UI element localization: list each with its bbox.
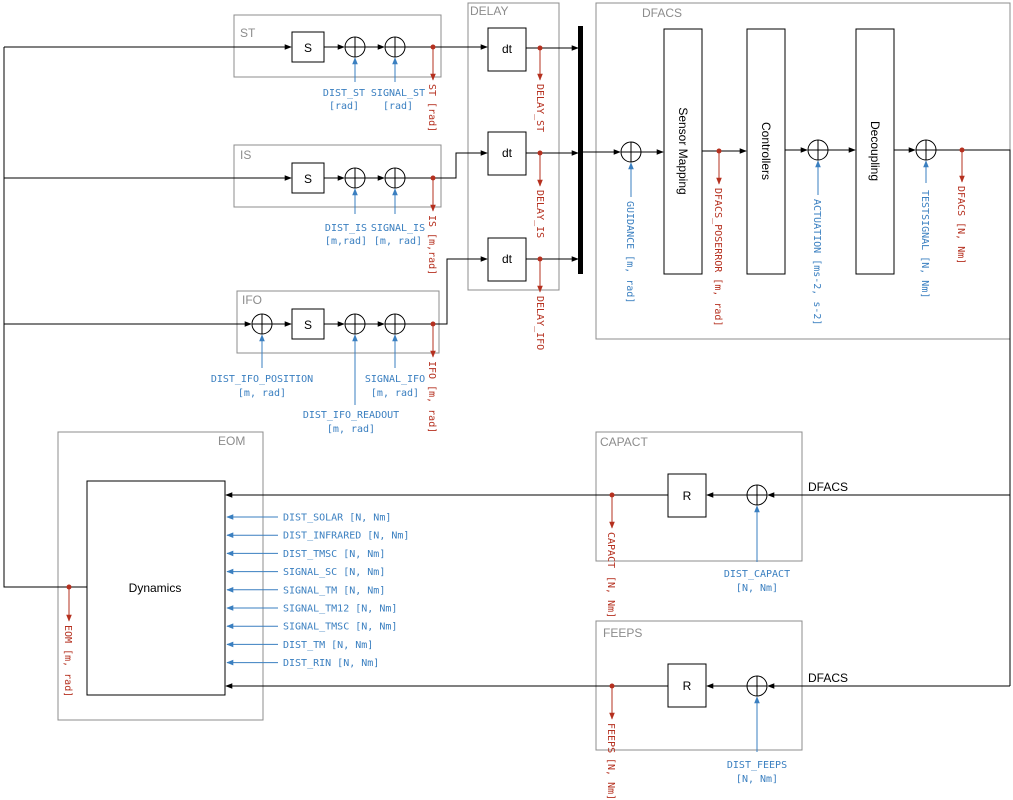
delay-ifo-dt: dt [502,252,513,266]
delay-st-block [487,27,527,72]
delay-is-output-label: DELAY_IS [534,190,545,238]
is-sensor-label: S [304,172,312,186]
ifo-title: IFO [242,293,262,307]
dist-ifo-position-unit: [m, rad] [238,388,286,399]
controllers-label: Controllers [759,122,773,180]
capact-r-label: R [683,489,692,503]
feeps-output-unit: [N, Nm] [605,758,616,800]
eom-input-label: DIST_TMSC [N, Nm] [283,549,385,560]
dist-is-label: DIST_IS [325,223,367,234]
controllers-block [746,28,786,275]
st-output-label: ST [rad] [426,84,437,132]
signal-ifo-unit: [m, rad] [371,388,419,399]
eom-output-label: EOM [m, rad] [62,625,73,697]
st-group [233,14,442,78]
dfacs-output-label: DFACS [N, Nm] [955,186,966,264]
st-sensor-block [291,31,325,63]
feedback-bus [3,47,87,588]
signal-ifo-label: SIGNAL_IFO [365,374,425,385]
eom-input-label: SIGNAL_TM12 [N, Nm] [283,604,397,615]
dynamics-block [86,480,226,696]
st-sensor-label: S [304,41,312,55]
delay-ifo-output-label: DELAY_IFO [534,296,545,350]
dfacs-group [595,2,1011,340]
dist-feeps-label: DIST_FEEPS [727,760,787,771]
delay-st-dt: dt [502,42,513,56]
mux-bar [578,26,583,274]
dist-capact-unit: [N, Nm] [736,583,778,594]
dist-feeps-unit: [N, Nm] [736,774,778,785]
dist-ifo-readout-label: DIST_IFO_READOUT [303,410,399,421]
delay-is-block [487,131,527,176]
dist-st-unit: [rad] [329,101,359,112]
dist-ifo-position-label: DIST_IFO_POSITION [211,374,313,385]
dfacs-feeps-signal: DFACS [808,671,848,685]
eom-title: EOM [218,434,245,448]
dfacs-poserror-label: DFACS_POSERROR [m, rad] [712,188,723,326]
dfacs-title: DFACS [642,6,682,20]
st-title: ST [240,26,256,40]
is-output-label: IS [m,rad] [426,215,437,275]
testsignal-label: TESTSIGNAL [N, Nm] [919,190,930,298]
dist-ifo-readout-unit: [m, rad] [327,424,375,435]
dist-capact-label: DIST_CAPACT [724,569,790,580]
feeps-r-block [667,663,707,708]
delay-is-dt: dt [502,146,513,160]
is-group [233,144,442,208]
delay-ifo-block [487,237,527,282]
eom-input-list: DIST_SOLAR [N, Nm] DIST_INFRARED [N, Nm] D… [226,513,409,669]
signal-st-unit: [rad] [383,101,413,112]
eom-input-label: SIGNAL_TM [N, Nm] [283,585,385,596]
guidance-label: GUIDANCE [m, rad] [624,201,635,303]
dist-is-unit: [m,rad] [325,236,367,247]
eom-input-label: SIGNAL_SC [N, Nm] [283,567,385,578]
dist-st-label: DIST_ST [323,88,365,99]
decoupling-label: Decoupling [868,121,882,181]
eom-input-label: SIGNAL_TMSC [N, Nm] [283,622,397,633]
ifo-sensor-label: S [304,318,312,332]
capact-output-unit: [N, Nm] [605,576,616,618]
is-to-delay [433,150,488,179]
eom-input-label: DIST_RIN [N, Nm] [283,658,379,669]
eom-input-label: DIST_INFRARED [N, Nm] [283,531,409,542]
capact-title: CAPACT [600,435,648,449]
is-title: IS [240,148,251,162]
dynamics-label: Dynamics [129,581,182,595]
eom-input-label: DIST_TM [N, Nm] [283,640,373,651]
signal-st-label: SIGNAL_ST [371,88,425,99]
ifo-to-delay [433,256,488,325]
delay-st-output-label: DELAY_ST [534,84,545,132]
sensor-mapping-label: Sensor Mapping [676,107,690,194]
dfacs-capact-signal: DFACS [808,480,848,494]
signal-is-unit: [m, rad] [374,236,422,247]
signal-is-label: SIGNAL_IS [371,223,425,234]
ifo-output-label: IFO [m, rad] [426,361,437,433]
feeps-title: FEEPS [603,626,642,640]
feeps-output-label: FEEPS [605,723,616,753]
feeps-r-label: R [683,679,692,693]
delay-title: DELAY [470,4,508,18]
capact-output-label: CAPACT [605,532,616,568]
sensor-mapping-block [663,28,703,275]
eom-input-label: DIST_SOLAR [N, Nm] [283,513,391,524]
actuation-label: ACTUATION [ms-2, s-2] [811,199,822,325]
decoupling-block [855,28,895,275]
